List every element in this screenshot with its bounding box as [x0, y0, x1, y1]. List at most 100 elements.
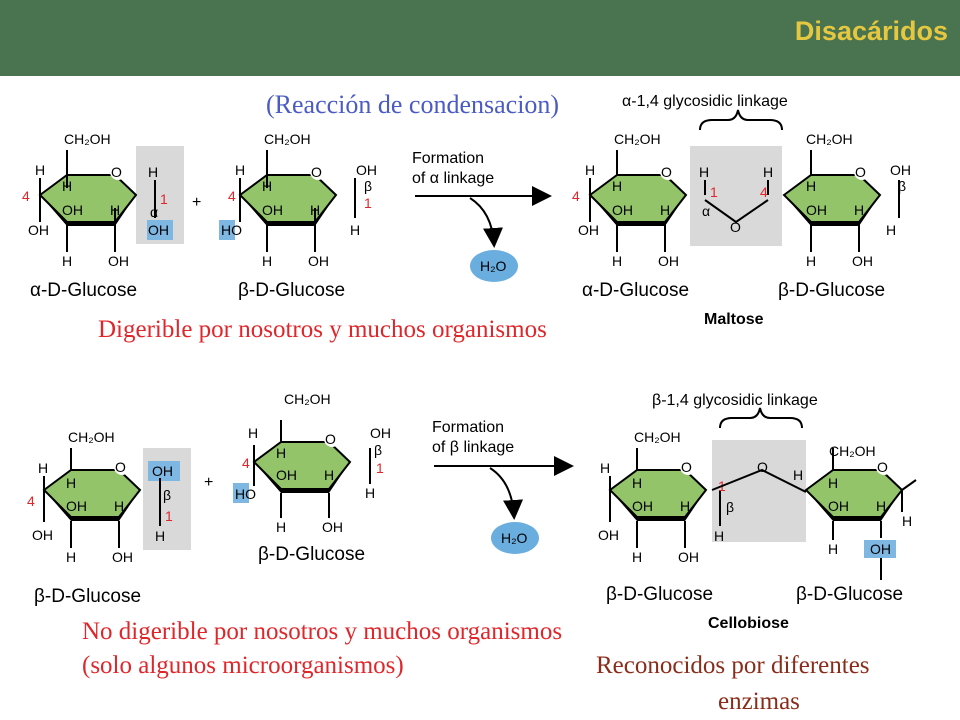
atom-label: H: [699, 164, 709, 180]
atom-label: CH₂OH: [806, 131, 853, 147]
anomer-symbol: α: [150, 204, 158, 220]
atom-label: H: [262, 178, 272, 194]
atom-label: CH₂OH: [264, 131, 311, 147]
water-arrow: [469, 197, 503, 248]
reactant-1-label: α-D-Glucose: [30, 280, 137, 301]
atom-label: OH: [678, 549, 699, 565]
anomer-symbol: β: [163, 487, 171, 503]
atom-label: HO: [221, 222, 242, 238]
atom-label: OH: [108, 253, 129, 269]
atom-label: H: [262, 253, 272, 269]
atom-label: O: [115, 459, 126, 475]
atom-label: H: [62, 178, 72, 194]
atom-label: H: [310, 202, 320, 218]
bottom-digestibility-subnote: (solo algunos microorganismos): [82, 652, 404, 679]
atom-label: OH: [578, 222, 599, 238]
water-drop: [491, 522, 539, 554]
anomer-symbol: β: [364, 178, 372, 194]
atom-label: HO: [235, 486, 256, 502]
anomer-symbol: α: [702, 203, 710, 219]
atom-label: H: [110, 202, 120, 218]
atom-label: OH: [870, 541, 891, 557]
carbon-number: 4: [242, 455, 250, 471]
carbon-number: 1: [376, 460, 384, 476]
atom-label: H: [350, 222, 360, 238]
atom-label: H: [276, 519, 286, 535]
ring-alpha-glucose-reactant: [38, 150, 156, 252]
water-arrow: [489, 467, 524, 520]
atom-label: H: [828, 541, 838, 557]
carbon-number: 1: [160, 191, 168, 207]
atom-label: H: [632, 549, 642, 565]
atom-label: CH₂OH: [284, 391, 331, 407]
atom-label: H: [902, 513, 912, 529]
atom-label: OH: [62, 202, 83, 218]
atom-label: H: [365, 485, 375, 501]
atom-label: OH: [66, 498, 87, 514]
top-reaction: CH₂OH O H H 4 OH H OH H OH H 1 α OH α-D-…: [22, 93, 911, 328]
enzymes-note-line-2: enzimas: [718, 688, 800, 715]
atom-label: OH: [148, 222, 169, 238]
atom-label: H: [806, 178, 816, 194]
atom-label: OH: [658, 253, 679, 269]
atom-label: OH: [632, 498, 653, 514]
atom-label: CH₂OH: [614, 131, 661, 147]
atom-label: H: [660, 202, 670, 218]
carbon-number: 4: [572, 188, 580, 204]
water-drop: [470, 250, 518, 282]
anomer-symbol: β: [374, 442, 382, 458]
plus-sign: +: [204, 474, 213, 491]
ring-beta-glucose-reactant-2: [252, 420, 371, 518]
atom-label: H: [714, 528, 724, 544]
bottom-reaction: CH₂OH O H H 4 OH H OH H OH OH β 1 H β-D-…: [27, 391, 917, 632]
ring-cellobiose-right: [804, 448, 917, 580]
atom-label: H: [148, 164, 158, 180]
atom-label: H: [114, 498, 124, 514]
atom-label: H: [155, 528, 165, 544]
linkage-brace: [699, 109, 783, 131]
atom-label: OH: [370, 425, 391, 441]
reactant-2-label: β-D-Glucose: [258, 544, 365, 565]
atom-label: O: [311, 164, 322, 180]
atom-label: O: [757, 459, 768, 475]
atom-label: OH: [890, 162, 911, 178]
atom-label: H: [612, 253, 622, 269]
top-reaction-subtitle: (Reacción de condensacion): [266, 90, 560, 119]
carbon-number: 4: [228, 188, 236, 204]
atom-label: OH: [852, 253, 873, 269]
atom-label: H: [793, 467, 803, 483]
atom-label: H: [886, 222, 896, 238]
product-name: Cellobiose: [708, 615, 789, 632]
carbon-number: 1: [165, 508, 173, 524]
atom-label: H: [35, 162, 45, 178]
reactant-2-label: β-D-Glucose: [238, 280, 345, 301]
carbon-number: 1: [364, 195, 372, 211]
reaction-label: of β linkage: [432, 439, 514, 456]
glycosidic-bond: [711, 468, 807, 493]
atom-label: OH: [308, 253, 329, 269]
product-2-label: β-D-Glucose: [796, 584, 903, 605]
atom-label: CH₂OH: [829, 443, 876, 459]
atom-label: O: [661, 164, 672, 180]
atom-label: O: [681, 459, 692, 475]
atom-label: OH: [356, 162, 377, 178]
carbon-number: 1: [710, 184, 718, 200]
atom-label: CH₂OH: [634, 429, 681, 445]
atom-label: OH: [806, 202, 827, 218]
linkage-highlight-box: [690, 146, 782, 246]
product-1-label: β-D-Glucose: [606, 584, 713, 605]
water-label: H₂O: [480, 258, 507, 274]
product-1-label: α-D-Glucose: [582, 280, 689, 301]
top-digestibility-note: Digerible por nosotros y muchos organism…: [98, 316, 547, 343]
atom-label: O: [325, 431, 336, 447]
atom-label: OH: [828, 498, 849, 514]
atom-label: H: [276, 445, 286, 461]
atom-label: OH: [322, 519, 343, 535]
h-highlight: [219, 220, 235, 240]
product-name: Maltose: [704, 311, 764, 328]
ring-beta-glucose-reactant-1: [42, 448, 161, 548]
linkage-label: α-1,4 glycosidic linkage: [622, 93, 788, 110]
anomer-symbol: β: [898, 178, 906, 194]
atom-label: CH₂OH: [68, 429, 115, 445]
product-2-label: β-D-Glucose: [778, 280, 885, 301]
